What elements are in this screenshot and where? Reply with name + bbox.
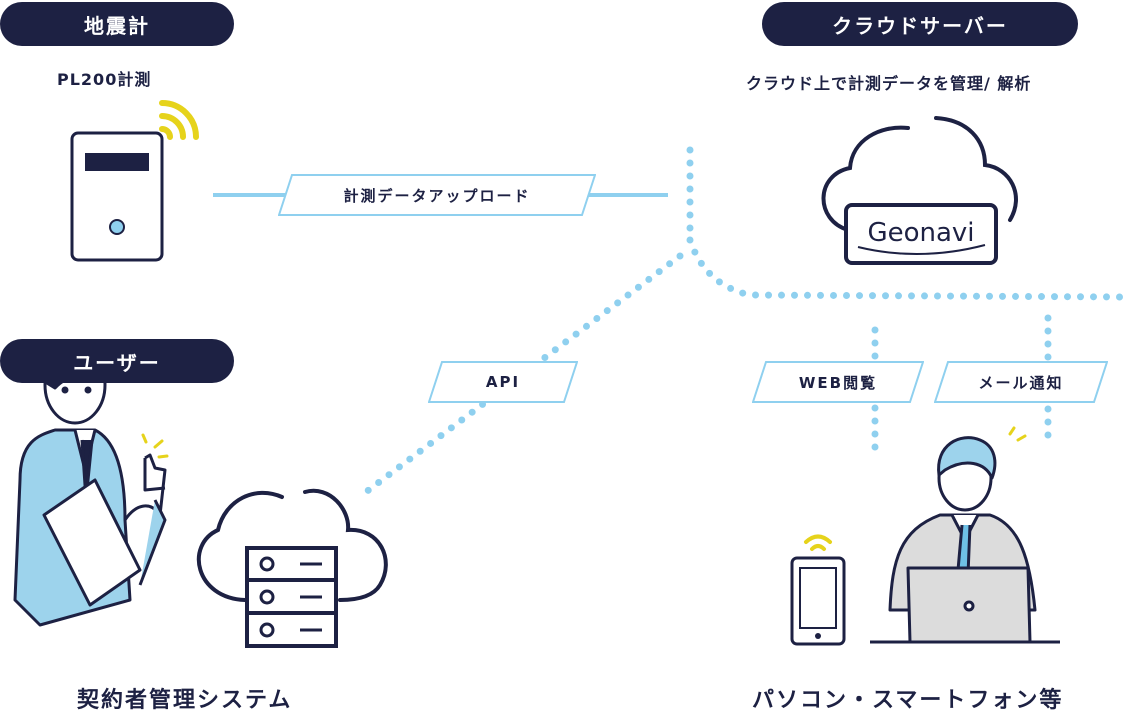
wifi-signal-icon	[159, 100, 199, 140]
seismometer-device	[70, 131, 164, 262]
geonavi-logo-text: Geonavi	[867, 218, 974, 248]
cloud-server-heading: クラウドサーバー	[762, 2, 1078, 46]
web-view-tag: WEB閲覧	[752, 361, 924, 403]
cloud-to-devices-dots	[686, 236, 1129, 301]
api-dots	[358, 252, 684, 499]
seismometer-heading: 地震計	[0, 2, 234, 46]
laptop-user-illustration	[870, 436, 1060, 644]
upload-tag-label: 計測データアップロード	[343, 186, 531, 205]
web-view-tag-label: WEB閲覧	[798, 373, 878, 392]
mail-notice-tag: メール通知	[934, 361, 1108, 403]
idea-spark-icon	[141, 433, 169, 459]
seismometer-model-label: PL200計測	[57, 70, 152, 89]
cloud-server-description: クラウド上で計測データを管理/ 解析	[746, 74, 1032, 93]
phone-signal-icon	[804, 534, 832, 551]
geonavi-logo-box	[844, 203, 998, 265]
geonavi-logo-swoosh	[857, 244, 986, 255]
notice-spark-icon	[1008, 426, 1027, 442]
upload-tag: 計測データアップロード	[278, 174, 596, 216]
contract-system-label: 契約者管理システム	[77, 688, 293, 713]
devices-label: パソコン・スマートフォン等	[752, 688, 1064, 713]
cloud-server-icon	[821, 116, 1018, 232]
server-rack-icon	[245, 546, 338, 648]
user-heading: ユーザー	[0, 339, 234, 383]
business-man-illustration	[13, 339, 167, 627]
mail-notice-tag-label: メール通知	[978, 373, 1064, 392]
smartphone-icon	[790, 556, 846, 646]
server-cloud-icon	[196, 488, 388, 602]
geonavi-logo: Geonavi	[867, 218, 974, 248]
api-tag: API	[428, 361, 578, 403]
api-tag-label: API	[485, 373, 521, 391]
